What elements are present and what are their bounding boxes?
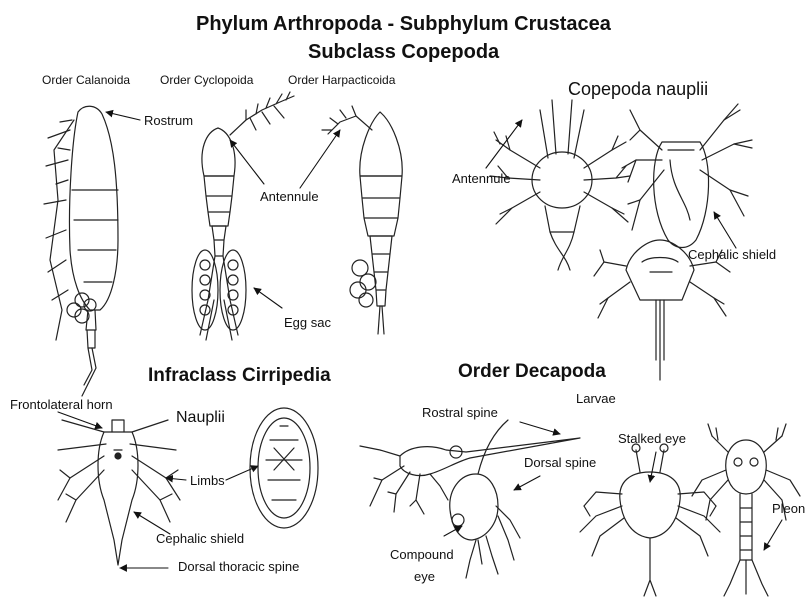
label-egg-sac: Egg sac [284,316,331,329]
label-pleon: Pleon [772,502,805,515]
copepoda-nauplii-heading: Copepoda nauplii [568,80,708,98]
label-rostrum: Rostrum [144,114,193,127]
cyclopoid-copepod-drawing [192,92,294,340]
order-cyclopoida-label: Order Cyclopoida [160,74,253,86]
label-cephalic-shield-top: Cephalic shield [688,248,776,261]
cirripedia-nauplius-2-drawing [250,408,318,528]
label-dorsal-thoracic-spine: Dorsal thoracic spine [178,560,299,573]
decapoda-heading: Order Decapoda [458,362,606,381]
decapod-zoea-1-drawing [360,438,580,514]
copepod-nauplius-2-drawing [622,104,752,248]
title-line-2: Subclass Copepoda [308,42,499,62]
label-rostral-spine: Rostral spine [422,406,498,419]
cirripedia-nauplii-label: Nauplii [176,410,225,426]
label-cephalic-shield-bottom: Cephalic shield [156,532,244,545]
cirripedia-heading: Infraclass Cirripedia [148,366,331,385]
decapoda-larvae-label: Larvae [576,392,616,405]
decapod-megalopa-drawing [580,444,720,596]
label-antennule-left: Antennule [260,190,319,203]
calanoid-copepod-drawing [44,106,118,396]
label-antennule-right: Antennule [452,172,511,185]
label-stalked-eye: Stalked eye [618,432,686,445]
order-calanoida-label: Order Calanoida [42,74,130,86]
order-harpacticoida-label: Order Harpacticoida [288,74,395,86]
label-compound-eye-line2: eye [414,570,435,583]
title-line-1: Phylum Arthropoda - Subphylum Crustacea [196,14,611,34]
label-limbs: Limbs [190,474,225,487]
label-dorsal-spine: Dorsal spine [524,456,596,469]
decapod-zoea-2-drawing [450,420,520,578]
harpacticoid-copepod-drawing [322,106,402,334]
label-frontolateral-horn: Frontolateral horn [10,398,113,411]
label-compound-eye-line1: Compound [390,548,454,561]
copepod-nauplius-1-drawing [490,100,630,270]
